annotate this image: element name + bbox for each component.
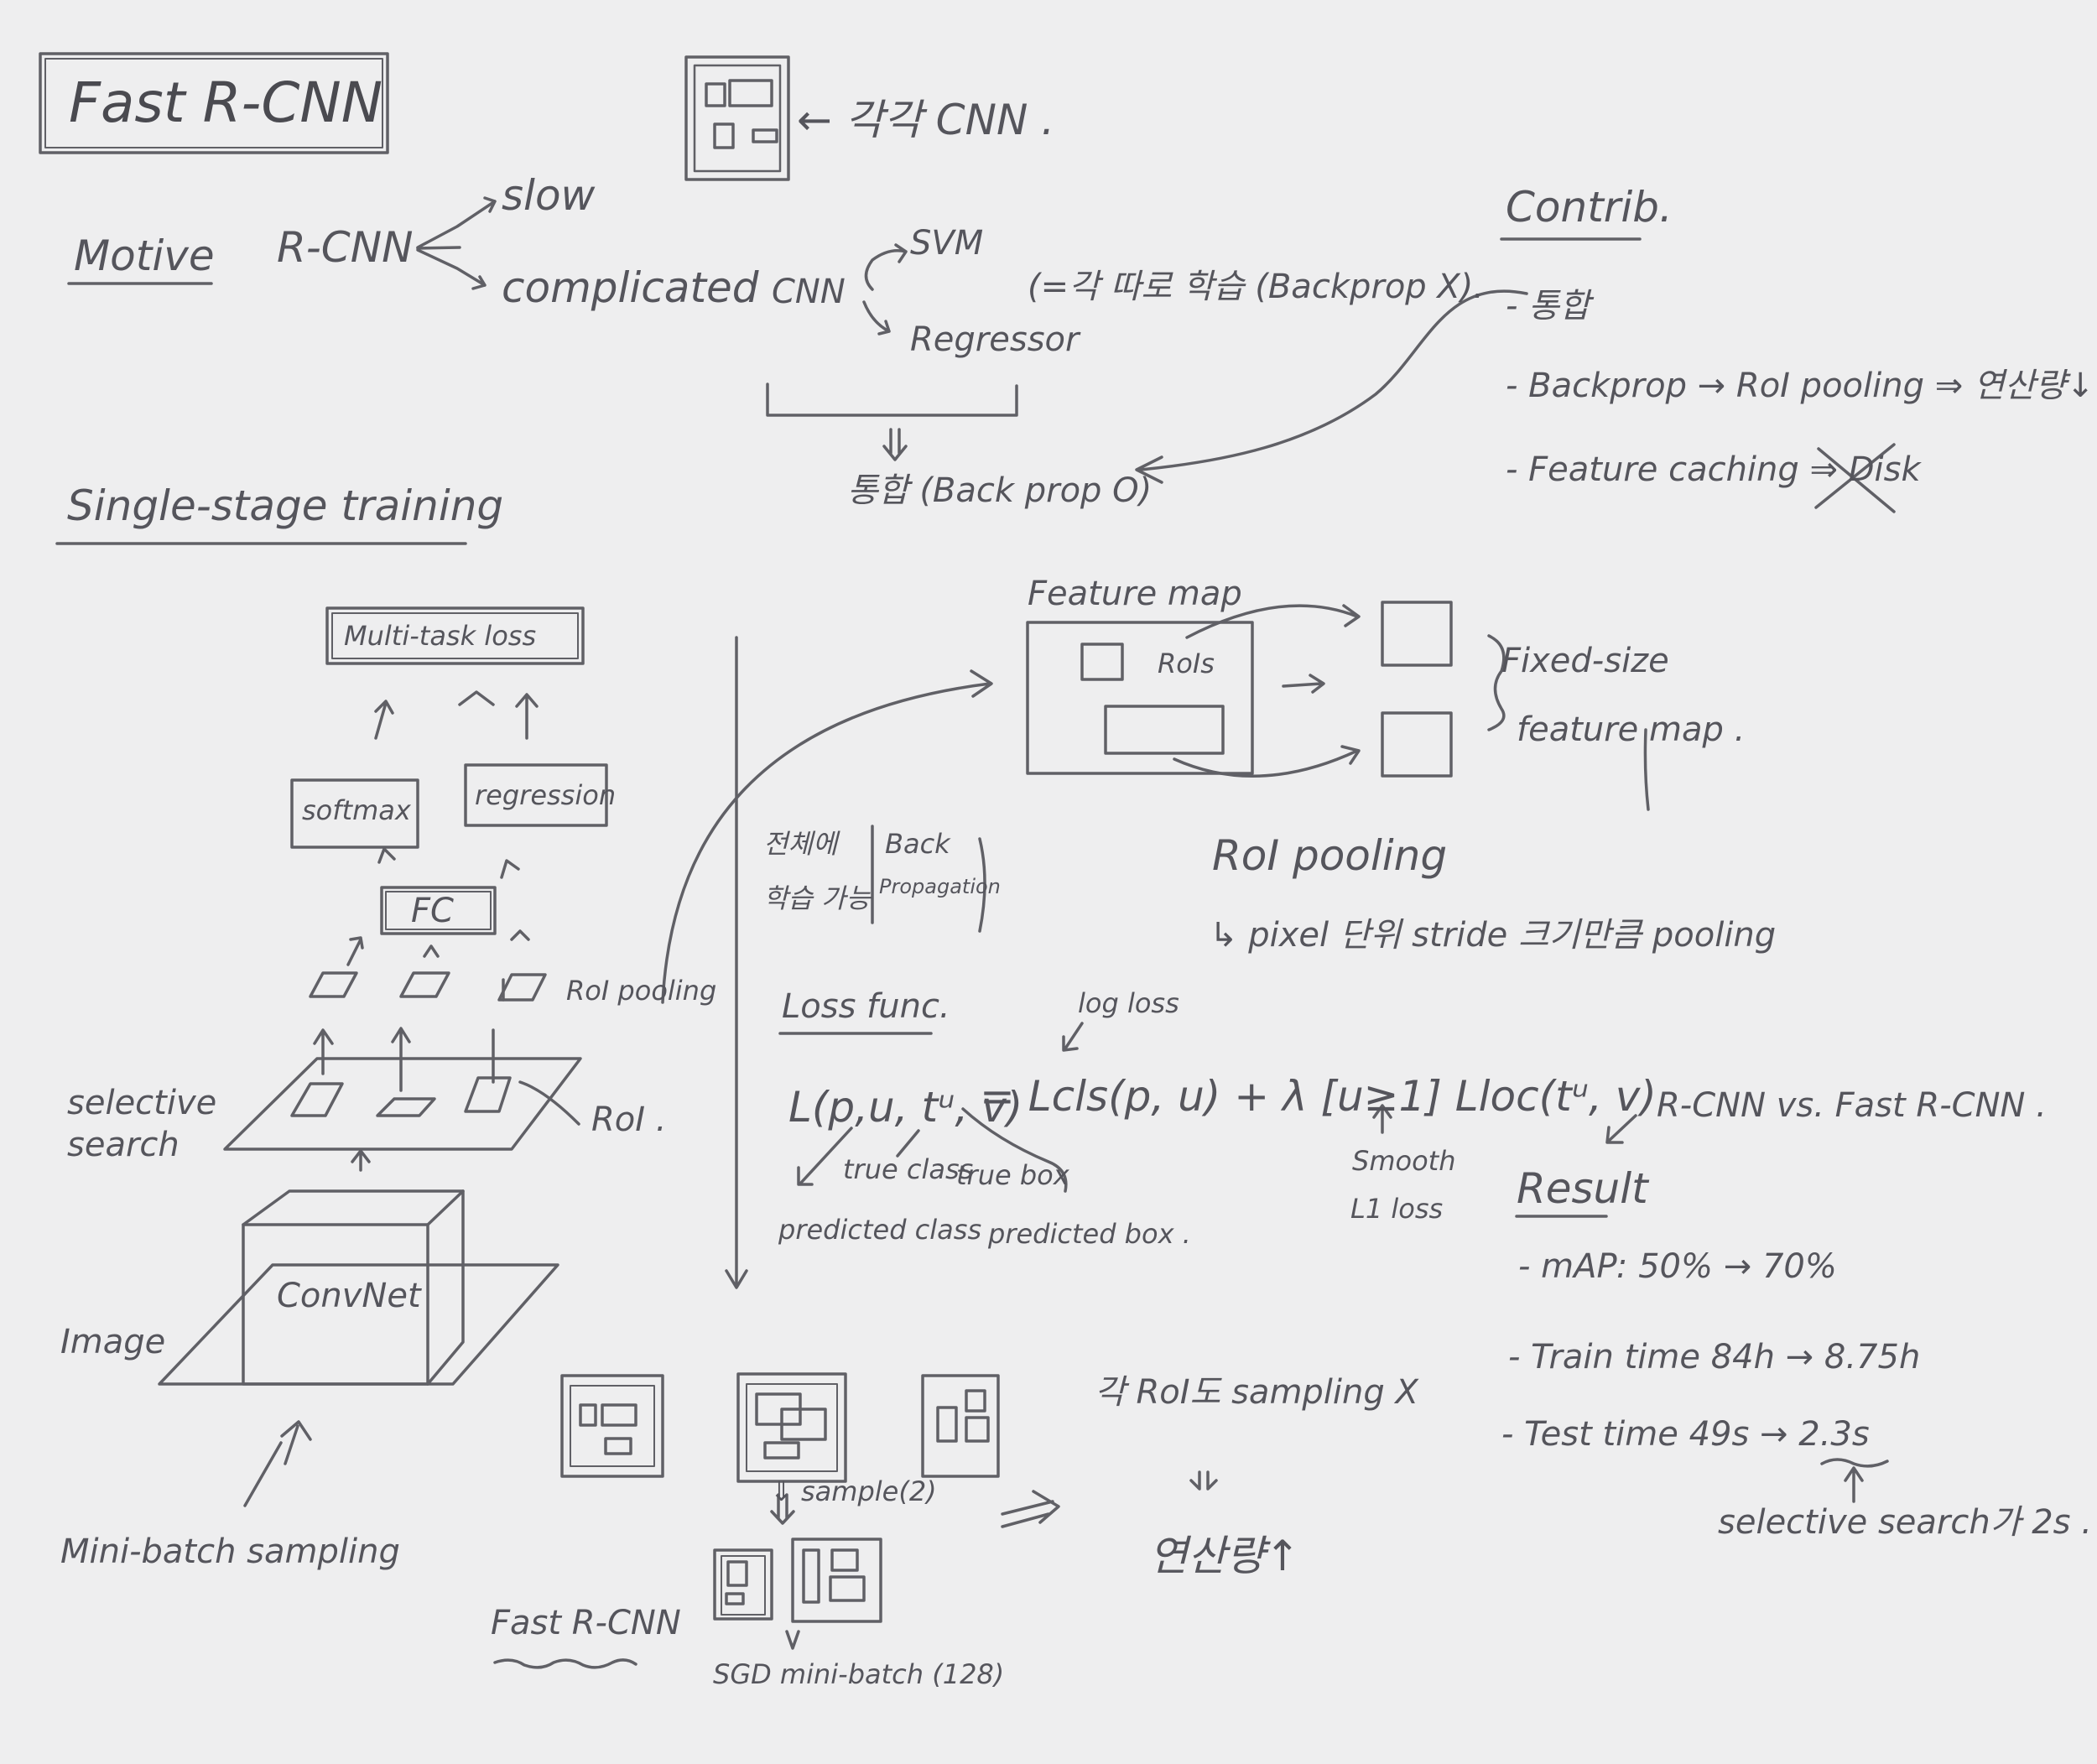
- softmax-label: softmax: [302, 794, 411, 826]
- sample-label: ⇓ sample(2): [770, 1475, 937, 1507]
- smooth-l1-label: Smooth: [1352, 1145, 1456, 1177]
- roi-pooling-title: RoI pooling: [1212, 831, 1448, 880]
- separate-training-note: (=각 따로 학습 (Backprop X).: [1028, 268, 1485, 306]
- contrib-item: - Backprop → RoI pooling ⇒ 연산량↓: [1506, 367, 2094, 405]
- slow-label: slow: [502, 171, 596, 220]
- sgd-mini-batch-label: SGD mini-batch (128): [713, 1658, 1005, 1690]
- thumb-4: [713, 1548, 773, 1621]
- rcnn-vs-fast-label: R-CNN vs. Fast R-CNN .: [1657, 1086, 2047, 1125]
- mini-batch-sampling-label: Mini-batch sampling: [60, 1532, 400, 1571]
- convnet-label: ConvNet: [277, 1277, 421, 1315]
- sampling-x-label: 각 RoI도 sampling X: [1095, 1373, 1418, 1412]
- page-title: Fast R-CNN: [69, 70, 383, 135]
- backprop-note-left: 학습 가능: [763, 882, 871, 914]
- smooth-l1-label: L1 loss: [1350, 1193, 1444, 1225]
- image-plane: [158, 1263, 559, 1386]
- selective-search-time-note: selective search가 2s .: [1718, 1503, 2092, 1542]
- roi-pooling-desc: ↳ pixel 단위 stride 크기만큼 pooling: [1210, 916, 1777, 955]
- predicted-box-label: predicted box .: [988, 1218, 1191, 1250]
- feature-plane: [223, 1057, 582, 1151]
- fc-box: [380, 886, 497, 935]
- roi-pooling-label: RoI pooling: [566, 975, 717, 1007]
- title-box: [39, 52, 389, 154]
- loss-formula-lhs: L(p,u, tᵘ, v): [788, 1083, 1023, 1132]
- compute-increase-label: 연산량↑: [1149, 1532, 1300, 1580]
- fixed-size-label: Fixed-size: [1501, 642, 1669, 680]
- feature-map-box: [1026, 621, 1254, 775]
- thumb-2: [736, 1372, 847, 1483]
- fc-label: FC: [411, 892, 454, 930]
- true-class-label: true class: [843, 1153, 974, 1185]
- image-sketch-top: [684, 55, 790, 181]
- rois-label: RoIs: [1158, 648, 1215, 679]
- rcnn-label: R-CNN: [277, 223, 414, 272]
- regression-box: [464, 763, 608, 827]
- thumb-5: [791, 1538, 882, 1623]
- backprop-note-right: Back: [885, 828, 950, 860]
- result-item: - mAP: 50% → 70%: [1518, 1247, 1837, 1286]
- result-item: - Test time 49s → 2.3s: [1501, 1415, 1870, 1454]
- multi-task-loss-box: [325, 606, 585, 665]
- contrib-item: - Feature caching ⇒ Disk: [1506, 450, 1921, 489]
- predicted-class-label: predicted class: [778, 1214, 982, 1246]
- motive-label: Motive: [74, 232, 215, 280]
- top-image-note: ← 각각 CNN .: [797, 96, 1055, 144]
- true-box-label: true box: [956, 1159, 1069, 1191]
- result-title: Result: [1517, 1164, 1648, 1213]
- loss-formula-rhs: = Lcls(p, u) + λ [u≥1] Lloc(tᵘ, v): [980, 1072, 1657, 1121]
- log-loss-label: log loss: [1078, 987, 1179, 1019]
- merged-label: 통합 (Back prop O): [847, 471, 1153, 510]
- multi-task-loss-label: Multi-task loss: [344, 620, 537, 652]
- regression-label: regression: [475, 779, 617, 811]
- loss-func-title: Loss func.: [782, 987, 950, 1026]
- backprop-note-left: 전체에: [763, 828, 838, 860]
- thumb-1: [560, 1374, 664, 1478]
- feature-map-title: Feature map: [1028, 575, 1242, 613]
- selective-search-label: selective search: [67, 1084, 217, 1164]
- backprop-note-right: Propagation: [879, 875, 1001, 898]
- cnn-label: CNN: [772, 273, 846, 311]
- image-label: Image: [60, 1323, 166, 1361]
- svm-label: SVM: [910, 224, 984, 263]
- thumb-3: [921, 1374, 1000, 1478]
- fixed-size-label: feature map .: [1517, 710, 1746, 749]
- regressor-label: Regressor: [910, 320, 1080, 359]
- contrib-item: - 통합: [1506, 287, 1590, 325]
- fast-rcnn-label: Fast R-CNN: [491, 1604, 681, 1642]
- result-item: - Train time 84h → 8.75h: [1508, 1338, 1921, 1376]
- complicated-label: complicated: [502, 263, 759, 312]
- contrib-title: Contrib.: [1506, 183, 1673, 232]
- roi-label: RoI .: [591, 1101, 667, 1139]
- single-stage-title: Single-stage training: [67, 481, 504, 530]
